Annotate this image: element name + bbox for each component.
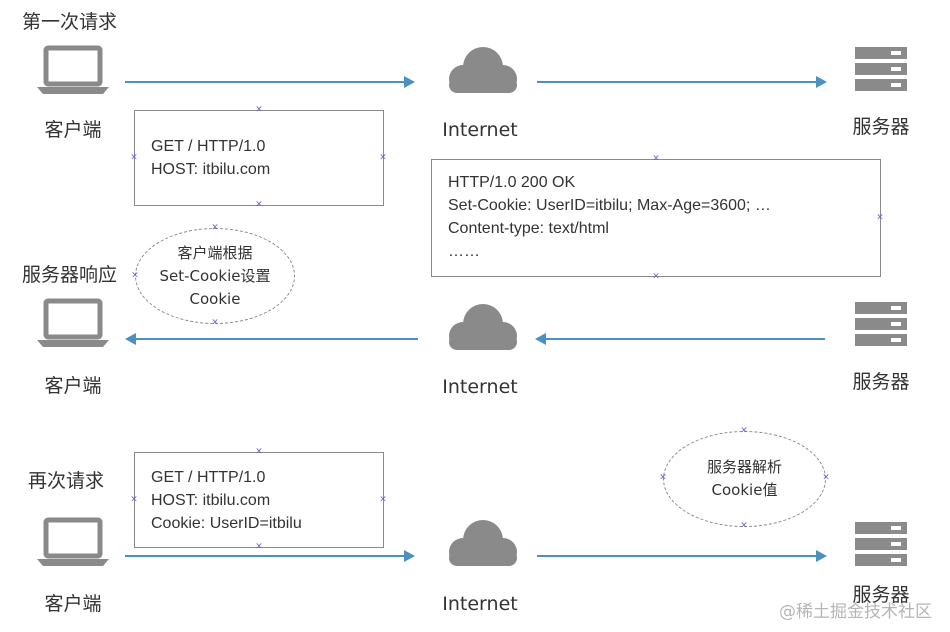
stage-2-client-label: 客户端 [44,375,102,397]
request-line: GET / HTTP/1.0 [151,138,266,155]
arrow-internet-to-client [125,333,418,345]
selection-handle[interactable]: × [659,472,667,483]
stage-1-title: 第一次请求 [22,11,118,33]
stage-1-client-label: 客户端 [44,119,102,141]
note-line: 服务器解析 [706,458,782,476]
selection-handle[interactable]: × [255,199,263,210]
note-line: Cookie [189,289,241,308]
stage-1-server-label: 服务器 [852,116,910,138]
stage-2-server-label: 服务器 [852,371,910,393]
stage-2-response-box: HTTP/1.0 200 OK Set-Cookie: UserID=itbil… [431,159,881,277]
selection-handle[interactable]: × [379,494,387,505]
selection-handle[interactable]: × [255,104,263,115]
stage-2-client-note: 客户端根据 Set-Cookie设置 Cookie [135,228,295,324]
stage-2-title: 服务器响应 [22,264,118,286]
selection-handle[interactable]: × [255,541,263,552]
server-icon [855,47,907,91]
request-line: Cookie: UserID=itbilu [151,515,302,532]
note-line: Set-Cookie设置 [159,266,271,285]
stage-3-internet-label: Internet [442,593,518,615]
arrow-internet-to-server [537,550,827,562]
note-line: Cookie值 [711,481,778,499]
selection-handle[interactable]: × [379,152,387,163]
selection-handle[interactable]: × [740,520,748,531]
stage-1-request-box: GET / HTTP/1.0 HOST: itbilu.com [134,110,384,206]
stage-3-server-note: 服务器解析 Cookie值 [663,431,826,527]
selection-handle[interactable]: × [255,446,263,457]
stage-3-client-label: 客户端 [44,593,102,615]
cloud-icon [449,47,517,93]
request-line: HOST: itbilu.com [151,492,271,509]
arrow-server-to-internet [535,333,825,345]
stage-2-internet-label: Internet [442,376,518,398]
selection-handle[interactable]: × [652,153,660,164]
note-line: 客户端根据 [177,243,253,262]
response-line: Content-type: text/html [448,220,609,237]
laptop-icon [37,517,109,566]
cloud-icon [449,304,517,350]
stage-1-internet-label: Internet [442,119,518,141]
laptop-icon [37,45,109,94]
selection-handle[interactable]: × [130,152,138,163]
selection-handle[interactable]: × [211,317,219,328]
selection-handle[interactable]: × [876,212,884,223]
request-line: GET / HTTP/1.0 [151,469,266,486]
response-line: Set-Cookie: UserID=itbilu; Max-Age=3600;… [448,197,771,214]
selection-handle[interactable]: × [740,425,748,436]
selection-handle[interactable]: × [211,222,219,233]
response-line: …… [448,243,480,260]
stage-3-title: 再次请求 [28,470,105,492]
server-icon [855,522,907,566]
selection-handle[interactable]: × [130,494,138,505]
cloud-icon [449,520,517,566]
arrow-client-to-internet [125,76,415,88]
response-line: HTTP/1.0 200 OK [448,174,576,191]
server-icon [855,302,907,346]
watermark: @稀土掘金技术社区 [779,602,932,622]
selection-handle[interactable]: × [131,270,139,281]
arrow-client-to-internet [125,550,415,562]
stage-3-server-label: 服务器 [852,584,910,606]
request-line: HOST: itbilu.com [151,161,271,178]
laptop-icon [37,298,109,347]
selection-handle[interactable]: × [822,472,830,483]
selection-handle[interactable]: × [652,271,660,282]
stage-3-request-box: GET / HTTP/1.0 HOST: itbilu.com Cookie: … [134,452,384,548]
arrow-internet-to-server [537,76,827,88]
